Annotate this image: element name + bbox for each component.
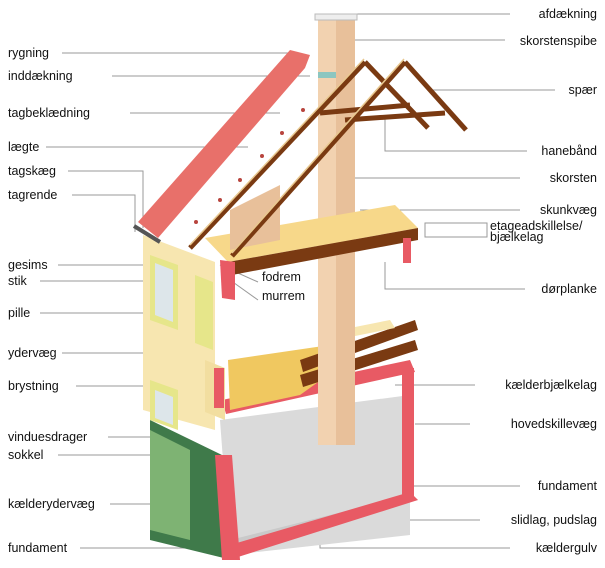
label-fundament-right: fundament xyxy=(537,479,597,493)
label-skorsten: skorsten xyxy=(549,171,597,185)
gutter xyxy=(132,224,162,244)
label-inddaekning: inddækning xyxy=(8,69,73,83)
label-etageadskillelse: etageadskillelse/bjælkelag xyxy=(490,219,583,244)
label-hanebaand: hanebånd xyxy=(541,144,597,158)
label-skunkvaeg: skunkvæg xyxy=(540,203,597,217)
label-kaelderydervaeg: kælderydervæg xyxy=(8,497,95,511)
floor-joist-edge xyxy=(228,228,418,275)
knee-wall xyxy=(230,185,280,250)
label-sokkel: sokkel xyxy=(8,448,44,462)
label-kaeldergulv: kældergulv xyxy=(535,541,597,555)
label-laegte: lægte xyxy=(8,140,40,154)
chimney-cap xyxy=(314,13,358,21)
label-afdaekning: afdækning xyxy=(538,7,597,21)
attic-floor xyxy=(205,205,418,262)
basement-floor-edge xyxy=(230,492,418,557)
label-stik: stik xyxy=(8,274,27,288)
roof-tiles xyxy=(138,50,310,238)
flashing xyxy=(318,72,336,78)
label-kaelderbjaelkelag: kælderbjælkelag xyxy=(505,378,597,392)
label-murrem: murrem xyxy=(262,289,306,303)
pillar xyxy=(195,275,213,350)
label-gesims: gesims xyxy=(8,258,48,272)
rafters xyxy=(188,60,468,258)
label-slidlag: slidlag, pudslag xyxy=(510,513,597,527)
label-skorstenspibe: skorstenspibe xyxy=(519,34,597,48)
label-tagbeklaedning: tagbeklædning xyxy=(8,106,91,120)
label-tagskaeg: tagskæg xyxy=(8,164,56,178)
label-tagrende: tagrende xyxy=(8,188,58,202)
label-pille: pille xyxy=(8,306,31,320)
label-brystning: brystning xyxy=(8,379,59,393)
label-hovedskillevaeg: hovedskillevæg xyxy=(510,417,597,431)
label-fodrem: fodrem xyxy=(262,270,301,284)
label-fundament-left: fundament xyxy=(8,541,68,555)
label-vinduesdrager: vinduesdrager xyxy=(8,430,88,444)
label-doerplanke: dørplanke xyxy=(541,282,597,296)
foundation-left xyxy=(215,455,240,560)
label-spaer: spær xyxy=(568,83,597,97)
main-partition-wall xyxy=(402,368,414,496)
label-ydervaeg: ydervæg xyxy=(8,346,57,360)
label-rygning: rygning xyxy=(8,46,49,60)
